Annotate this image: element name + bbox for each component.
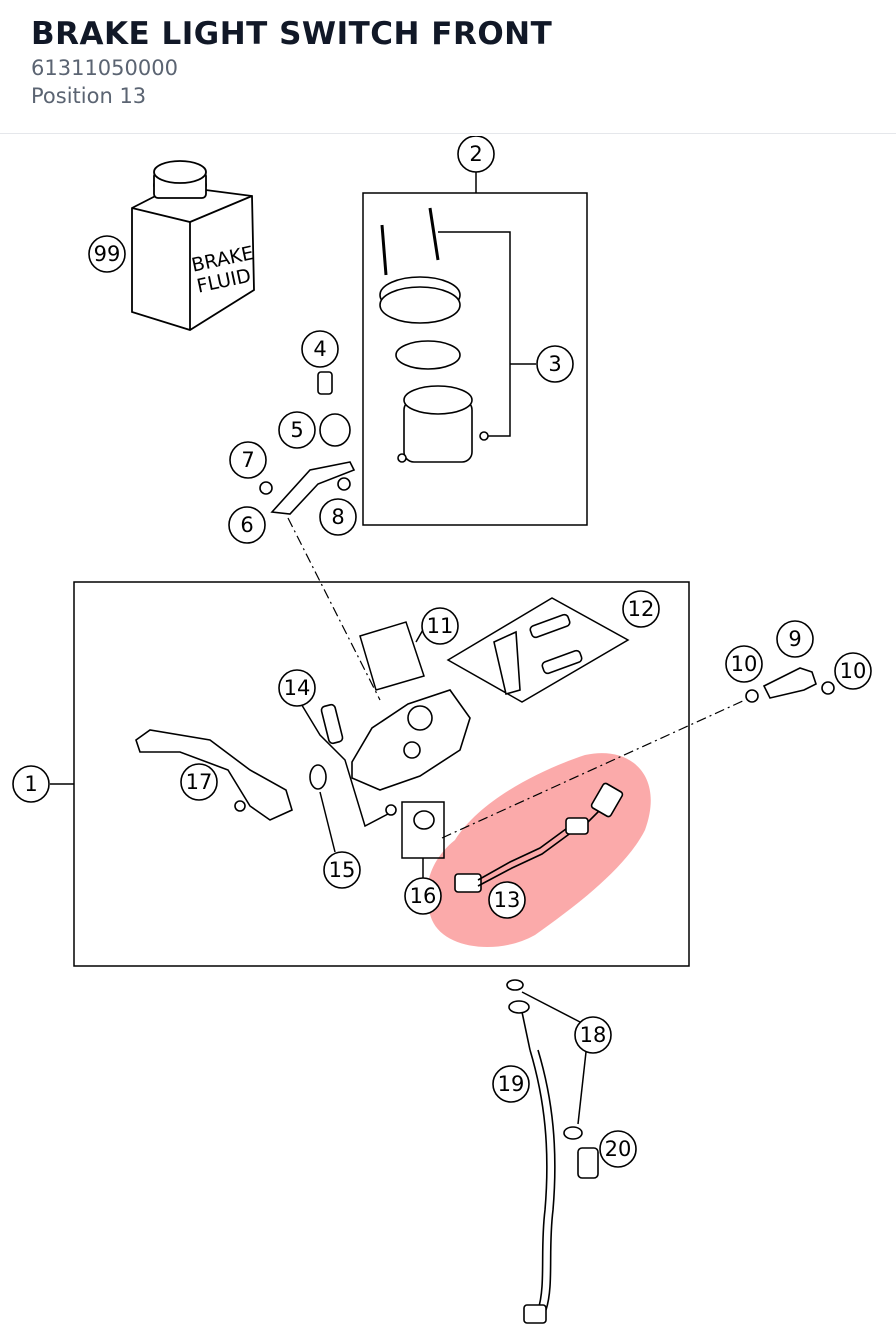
callout-6[interactable]: 6 <box>228 506 266 544</box>
callout-14[interactable]: 14 <box>278 669 316 707</box>
callout-label: 99 <box>94 242 121 266</box>
page-header: BRAKE LIGHT SWITCH FRONT 61311050000 Pos… <box>0 0 896 134</box>
callout-label: 9 <box>788 627 801 651</box>
callout-10[interactable]: 10 <box>725 645 763 683</box>
callout-label: 11 <box>427 614 454 638</box>
part-number: 61311050000 <box>31 56 178 80</box>
callout-circle[interactable] <box>599 1130 637 1168</box>
callout-circle[interactable] <box>404 877 442 915</box>
callout-label: 7 <box>241 448 254 472</box>
callout-label: 8 <box>331 505 344 529</box>
callout-9[interactable]: 9 <box>776 620 814 658</box>
callout-1[interactable]: 1 <box>12 765 50 803</box>
callout-7[interactable]: 7 <box>229 441 267 479</box>
callout-label: 10 <box>840 659 867 683</box>
callout-label: 2 <box>469 142 482 166</box>
callout-circle[interactable] <box>12 765 50 803</box>
callout-8[interactable]: 8 <box>319 498 357 536</box>
callout-circle[interactable] <box>228 506 266 544</box>
callout-19[interactable]: 19 <box>492 1065 530 1103</box>
reservoir-parts <box>379 207 489 463</box>
callout-circle[interactable] <box>278 411 316 449</box>
brake-fluid-can: BRAKE FLUID <box>131 160 256 331</box>
brake-lever <box>135 729 293 821</box>
callout-label: 5 <box>290 418 303 442</box>
callout-circle[interactable] <box>88 235 126 273</box>
callout-3[interactable]: 3 <box>536 345 574 383</box>
callout-label: 4 <box>313 337 326 361</box>
callout-circle[interactable] <box>457 136 495 173</box>
callout-label: 1 <box>24 772 37 796</box>
callout-circle[interactable] <box>278 669 316 707</box>
callout-label: 10 <box>731 652 758 676</box>
assembly-box-1 <box>73 581 690 967</box>
brake-light-switch-wire <box>454 782 624 893</box>
callout-circle[interactable] <box>725 645 763 683</box>
callout-2[interactable]: 2 <box>457 136 495 173</box>
callout-16[interactable]: 16 <box>404 877 442 915</box>
assembly-box-2 <box>362 192 588 526</box>
callout-circle[interactable] <box>301 330 339 368</box>
callout-4[interactable]: 4 <box>301 330 339 368</box>
callout-label: 18 <box>580 1023 607 1047</box>
master-cylinder <box>351 689 471 791</box>
callout-label: 19 <box>498 1072 525 1096</box>
callout-11[interactable]: 11 <box>421 607 459 645</box>
callout-label: 3 <box>548 352 561 376</box>
callout-circle[interactable] <box>776 620 814 658</box>
callout-12[interactable]: 12 <box>622 590 660 628</box>
callout-circle[interactable] <box>421 607 459 645</box>
callout-circle[interactable] <box>323 851 361 889</box>
small-parts-upper <box>259 371 356 515</box>
callout-circle[interactable] <box>180 763 218 801</box>
callout-label: 15 <box>329 858 356 882</box>
callout-label: 17 <box>186 770 213 794</box>
callout-label: 12 <box>628 597 655 621</box>
callout-10[interactable]: 10 <box>834 652 872 690</box>
clamp-parts <box>493 613 583 696</box>
callout-20[interactable]: 20 <box>599 1130 637 1168</box>
callout-circle[interactable] <box>574 1016 612 1054</box>
callout-circle[interactable] <box>622 590 660 628</box>
callout-99[interactable]: 99 <box>88 235 126 273</box>
callout-circle[interactable] <box>229 441 267 479</box>
callout-label: 20 <box>605 1137 632 1161</box>
callout-circle[interactable] <box>536 345 574 383</box>
callout-5[interactable]: 5 <box>278 411 316 449</box>
callout-circle[interactable] <box>319 498 357 536</box>
callout-circle[interactable] <box>834 652 872 690</box>
highlight-part-13 <box>426 753 651 947</box>
callout-circle[interactable] <box>492 1065 530 1103</box>
callout-13[interactable]: 13 <box>488 881 526 919</box>
hose-parts-right <box>745 667 835 703</box>
callout-17[interactable]: 17 <box>180 763 218 801</box>
callout-label: 14 <box>284 676 311 700</box>
callout-label: 13 <box>494 888 521 912</box>
callout-label: 6 <box>240 513 253 537</box>
brake-hose <box>506 979 556 1324</box>
exploded-diagram: BRAKE FLUID <box>12 136 872 1324</box>
callout-18[interactable]: 18 <box>574 1016 612 1054</box>
page-title: BRAKE LIGHT SWITCH FRONT <box>31 16 553 52</box>
callout-label: 16 <box>410 884 437 908</box>
callout-15[interactable]: 15 <box>323 851 361 889</box>
callout-circle[interactable] <box>488 881 526 919</box>
position-label: Position 13 <box>31 84 147 108</box>
